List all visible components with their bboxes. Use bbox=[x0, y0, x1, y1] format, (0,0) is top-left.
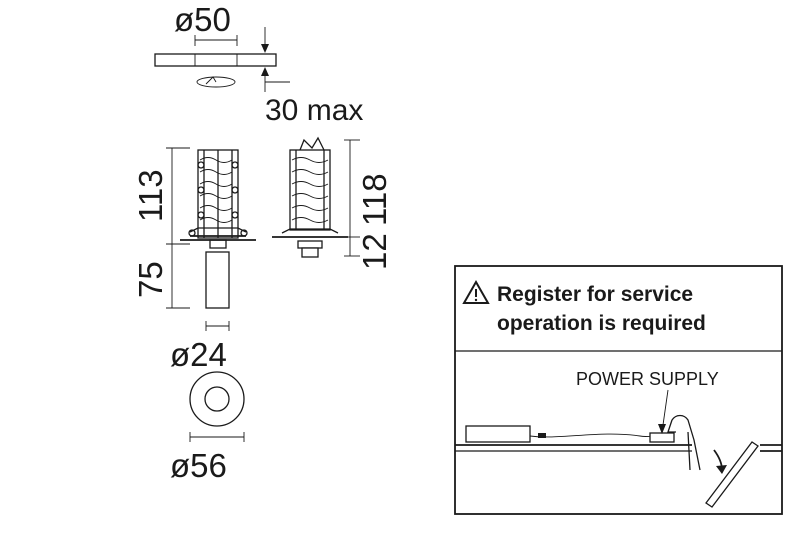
max-thickness-label: 30 max bbox=[265, 94, 363, 127]
service-notice-panel: Register for service operation is requir… bbox=[454, 265, 783, 515]
module-front-view: 113 75 ø24 ø56 bbox=[132, 147, 256, 484]
module-side-view: 118 12 bbox=[272, 136, 393, 270]
height-12-label: 12 bbox=[356, 233, 393, 270]
top-diameter-label: ø50 bbox=[174, 1, 231, 38]
warning-triangle-icon bbox=[462, 279, 490, 304]
height-118-label: 118 bbox=[356, 173, 393, 226]
socket-length-label: 75 bbox=[132, 261, 169, 298]
notice-line-1: Register for service bbox=[497, 283, 693, 306]
notice-line-2: operation is required bbox=[497, 312, 706, 335]
power-supply-label: POWER SUPPLY bbox=[576, 369, 719, 389]
socket-diameter-label: ø24 bbox=[170, 336, 227, 373]
flange-diameter-label: ø56 bbox=[170, 447, 227, 484]
ceiling-illustration bbox=[455, 389, 782, 508]
cutout-plate-view: ø50 30 max bbox=[154, 1, 363, 127]
height-113-label: 113 bbox=[132, 169, 169, 222]
